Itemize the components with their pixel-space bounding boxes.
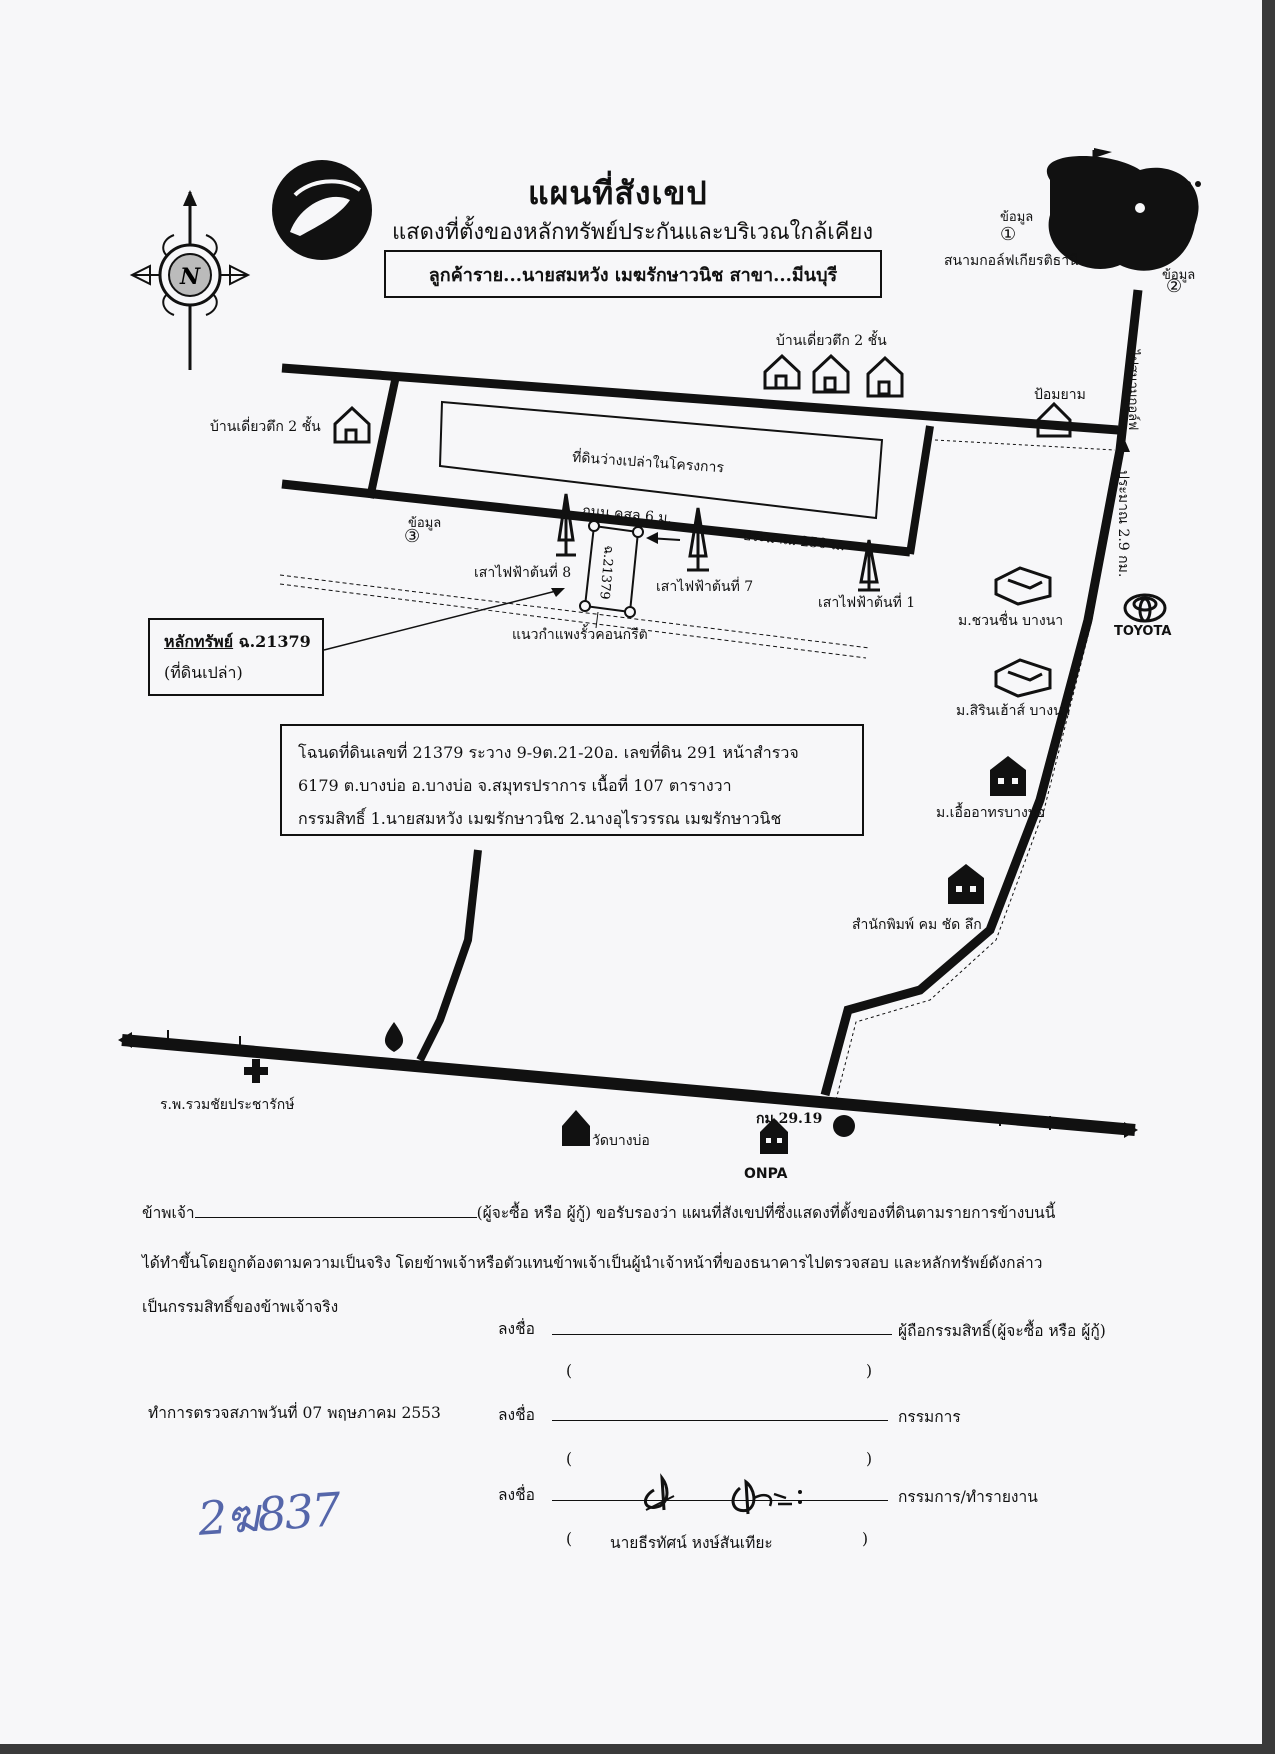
reporter-name: นายธีรทัศน์ หงษ์สันเทียะ: [610, 1534, 773, 1552]
handwritten-number: 2ฆ837: [196, 1482, 341, 1546]
declaration-line-3: เป็นกรรมสิทธิ์ของข้าพเจ้าจริง: [142, 1298, 339, 1316]
data-3-number: ③: [404, 526, 421, 547]
golf-course-icon: [1046, 148, 1201, 271]
electric-pole-7-icon: [687, 507, 709, 572]
village-icon-1: [994, 566, 1052, 606]
to-golf-label: ไปสนามกอล์ฟ: [1125, 350, 1140, 431]
deed-line-3: กรรมสิทธิ์ 1.นายสมหวัง เมฆรักษาวนิช 2.นา…: [298, 809, 782, 828]
declaration-prefix: ข้าพเจ้า: [142, 1204, 195, 1222]
wall-label: แนวกำแพงรั้วคอนกรีต: [512, 627, 648, 643]
pole-7-label: เสาไฟฟ้าต้นที่ 7: [656, 579, 754, 595]
house-icon-left: [333, 405, 371, 444]
data-2-number: ②: [1166, 276, 1183, 297]
onpa-building-icon: [760, 1118, 788, 1154]
map-subtitle: แสดงที่ตั้งของหลักทรัพย์ประกันและบริเวณใ…: [392, 220, 874, 245]
compass-letter: N: [179, 264, 201, 290]
reporter-role: กรรมการ/ทำรายงาน: [898, 1488, 1038, 1506]
village-2-label: ม.สิรินเฮ้าส์ บางนา: [956, 703, 1071, 719]
committee-signature-line[interactable]: [552, 1420, 888, 1421]
declarant-name-blank[interactable]: [194, 1203, 477, 1218]
data-1-label: ข้อมูล: [1000, 210, 1034, 225]
toyota-label: TOYOTA: [1114, 624, 1172, 639]
village-3-label: ม.เอื้ออาทรบางบ่อ: [936, 805, 1046, 821]
committee-open-paren: (: [566, 1450, 573, 1468]
pole-8-label: เสาไฟฟ้าต้นที่ 8: [474, 565, 572, 581]
owner-open-paren: (: [566, 1362, 573, 1380]
hospital-cross-icon: [244, 1059, 268, 1083]
owner-signature-line[interactable]: [552, 1334, 892, 1335]
bank-logo: [272, 160, 372, 260]
onpa-label: ONPA: [744, 1166, 788, 1182]
townhouse-top-label: บ้านเดี่ยวตึก 2 ชั้น: [776, 333, 887, 349]
guard-house-icon: [1036, 401, 1072, 438]
committee-close-paren: ): [866, 1450, 873, 1468]
plot-number-label: ฉ.21379: [596, 545, 616, 600]
deed-line-2: 6179 ต.บางบ่อ อ.บางบ่อ จ.สมุทรปราการ เนื…: [298, 776, 732, 795]
deed-line-1: โฉนดที่ดินเลขที่ 21379 ระวาง 9-9ต.21-20อ…: [298, 743, 799, 762]
owner-close-paren: ): [866, 1362, 873, 1380]
asset-note: (ที่ดินเปล่า): [164, 663, 243, 682]
reporter-close-paren: ): [862, 1530, 869, 1548]
declaration-line-1: ข้าพเจ้า (ผู้จะซื้อ หรือ ผู้กู้) ขอรับรอง…: [142, 1200, 1055, 1225]
handwritten-signature: [644, 1473, 802, 1515]
asset-heading: หลักทรัพย์: [164, 632, 234, 651]
guard-house-label: ป้อมยาม: [1034, 387, 1086, 403]
publisher-label: สำนักพิมพ์ คม ชัด ลึก: [852, 917, 982, 933]
map-title: แผนที่สังเขป: [528, 174, 708, 212]
gas-station-icon: [384, 1022, 404, 1052]
sign-label-reporter: ลงชื่อ: [498, 1486, 535, 1504]
asset-plot: ฉ.21379: [233, 632, 311, 651]
toyota-logo: [1123, 593, 1167, 623]
committee-role: กรรมการ: [898, 1408, 961, 1426]
pole-1-label: เสาไฟฟ้าต้นที่ 1: [818, 595, 916, 611]
customer-line: ลูกค้าราย...นายสมหวัง เมฆรักษาวนิช สาขา.…: [384, 250, 882, 298]
reporter-open-paren: (: [566, 1530, 573, 1548]
townhouse-left-label: บ้านเดี่ยวตึก 2 ชั้น: [210, 419, 321, 435]
reporter-signature-line[interactable]: [552, 1500, 888, 1501]
owner-role: ผู้ถือกรรมสิทธิ์(ผู้จะซื้อ หรือ ผู้กู้): [898, 1322, 1106, 1340]
data-3-label: ข้อมูล: [408, 516, 442, 531]
house-icons-top: [763, 353, 904, 398]
temple-icon: [562, 1110, 590, 1146]
village-icon-3: [990, 756, 1026, 796]
asset-box: หลักทรัพย์ ฉ.21379 (ที่ดินเปล่า): [148, 618, 324, 696]
data-2-label: ข้อมูล: [1162, 268, 1196, 283]
temple-label: วัดบางบ่อ: [592, 1133, 650, 1149]
electric-pole-8-icon: [556, 493, 576, 557]
village-1-label: ม.ชวนชื่น บางนา: [958, 613, 1064, 629]
sign-label-committee: ลงชื่อ: [498, 1406, 535, 1424]
deed-box: โฉนดที่ดินเลขที่ 21379 ระวาง 9-9ต.21-20อ…: [280, 724, 864, 836]
approx-29km-label: ประมาณ 2.9 กม.: [1115, 470, 1131, 578]
map-drawing: N ฉ.21379: [118, 148, 1201, 1154]
data-1-number: ①: [1000, 224, 1017, 245]
compass-rose-icon: N: [129, 190, 251, 370]
km-marker-dot: [833, 1115, 855, 1137]
inspection-date: ทำการตรวจสภาพวันที่ 07 พฤษภาคม 2553: [148, 1404, 441, 1422]
declaration-suffix: (ผู้จะซื้อ หรือ ผู้กู้) ขอรับรองว่า แผนท…: [476, 1204, 1056, 1222]
km-marker-label: กม.29.19: [756, 1111, 823, 1127]
golf-course-label: สนามกอล์ฟเกียรติธานี: [944, 253, 1079, 269]
electric-pole-1-icon: [858, 539, 880, 592]
village-icon-2: [994, 658, 1052, 698]
hospital-label: ร.พ.รวมชัยประชารักษ์: [160, 1097, 295, 1113]
declaration-line-2: ได้ทำขึ้นโดยถูกต้องตามความเป็นจริง โดยข้…: [142, 1254, 1043, 1272]
sign-label-owner: ลงชื่อ: [498, 1320, 535, 1338]
publisher-building-icon: [948, 864, 984, 904]
